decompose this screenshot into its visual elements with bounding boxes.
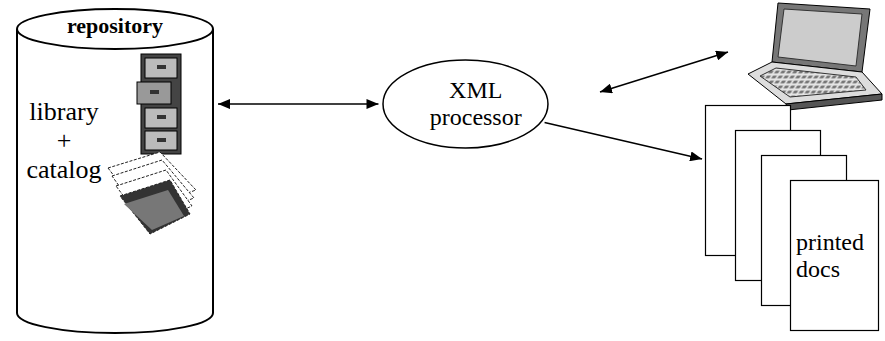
laptop-arrow [600,52,728,92]
ellipse-outline [383,60,548,148]
paper-stack [108,152,196,234]
repository-contents: library + catalog [23,97,105,184]
page-sheet [791,181,879,331]
cylinder-body [17,29,213,333]
repository-title: repository [15,14,215,39]
repository-cylinder: repository library + catalog [15,5,215,333]
filing-cabinet [137,54,181,154]
laptop [748,3,882,110]
connector-arrow [545,122,702,159]
printed-docs-label: printed docs [796,229,876,283]
connector-arrow [218,103,379,105]
processor-label: XML processor [403,77,548,131]
printed-docs-stack: printed docs [705,105,880,333]
processor-ellipse: XML processor [382,59,549,149]
printed-docs-stack-outline [705,105,880,333]
